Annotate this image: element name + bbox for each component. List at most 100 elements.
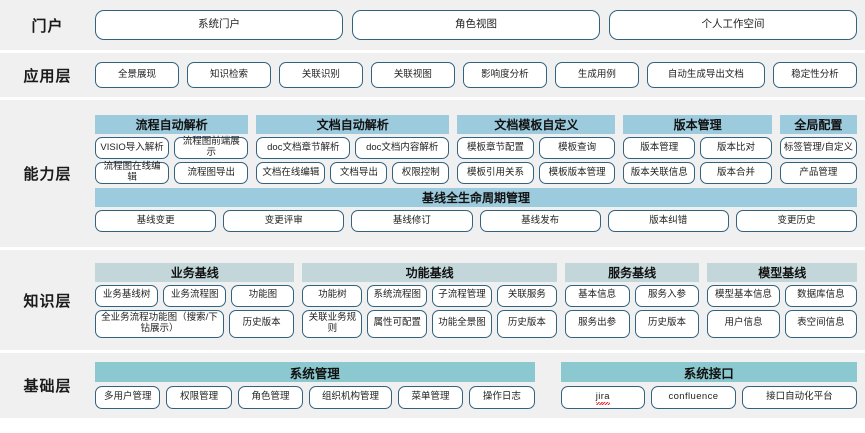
cap-item-version-relation-info[interactable]: 版本关联信息 [623,162,696,184]
cap-item-flow-frontend-display[interactable]: 流程图前端展示 [174,137,249,159]
know-item-function-chart[interactable]: 功能图 [231,284,295,307]
know-item-attribute-configurable[interactable]: 属性可配置 [367,309,428,338]
know-item-basic-info[interactable]: 基本信息 [564,284,630,307]
cap-item-flow-online-edit[interactable]: 流程图在线编辑 [95,162,170,184]
group-line: jira confluence 接口自动化平台 [560,386,857,409]
know-item-full-business-flow-chart[interactable]: 全业务流程功能图（搜索/下钻展示） [95,309,224,338]
group-title-function-baseline: 功能基线 [302,262,557,282]
cap-item-template-query[interactable]: 模板查询 [538,137,616,159]
group-title-service-baseline: 服务基线 [564,262,700,282]
base-item-multi-user-mgmt[interactable]: 多用户管理 [95,386,161,409]
capability-group-row: 流程自动解析 VISIO导入解析 流程图前端展示 流程图在线编辑 流程图导出 文… [95,115,857,184]
base-item-org-structure-mgmt[interactable]: 组织机构管理 [309,386,392,409]
cap-item-version-merge[interactable]: 版本合并 [700,162,772,184]
know-item-system-flow-chart[interactable]: 系统流程图 [367,284,428,307]
group-title-model-baseline: 模型基线 [707,262,857,282]
app-item-stability-analysis[interactable]: 稳定性分析 [772,62,857,88]
knowledge-group-service-baseline: 服务基线 基本信息 服务入参 服务出参 历史版本 [564,262,700,338]
lifecycle-item-change-history[interactable]: 变更历史 [735,210,858,232]
layer-band-portal: 门户 系统门户 角色视图 个人工作空间 [0,0,865,50]
layer-body-knowledge: 业务基线 业务基线树 业务流程图 功能图 全业务流程功能图（搜索/下钻展示） 历… [95,262,865,338]
base-item-role-mgmt[interactable]: 角色管理 [237,386,304,409]
know-item-function-tree[interactable]: 功能树 [302,284,363,307]
portal-item-system-portal[interactable]: 系统门户 [95,10,343,40]
cap-item-product-mgmt[interactable]: 产品管理 [779,162,857,184]
group-line: 基本信息 服务入参 [564,284,700,307]
cap-item-doc-export[interactable]: 文档导出 [330,162,388,184]
cap-item-tag-mgmt-custom[interactable]: 标签管理/自定义 [779,137,857,159]
lifecycle-item-baseline-revision[interactable]: 基线修订 [351,210,473,232]
group-line: 版本管理 版本比对 [623,137,772,159]
base-item-menu-mgmt[interactable]: 菜单管理 [397,386,464,409]
know-item-business-baseline-tree[interactable]: 业务基线树 [95,284,159,307]
know-item-business-flow-chart[interactable]: 业务流程图 [163,284,227,307]
knowledge-group-row: 业务基线 业务基线树 业务流程图 功能图 全业务流程功能图（搜索/下钻展示） 历… [95,262,857,338]
layer-band-capability: 能力层 流程自动解析 VISIO导入解析 流程图前端展示 流程图在线编辑 流程图… [0,100,865,247]
portal-item-role-view[interactable]: 角色视图 [352,10,600,40]
cap-item-permission-control[interactable]: 权限控制 [392,162,450,184]
know-item-database-info[interactable]: 数据库信息 [784,284,857,307]
lifecycle-item-baseline-release[interactable]: 基线发布 [479,210,601,232]
lifecycle-item-version-correction[interactable]: 版本纠错 [607,210,729,232]
cap-item-template-reference[interactable]: 模板引用关系 [457,162,534,184]
know-item-tablespace-info[interactable]: 表空间信息 [784,309,857,338]
group-line: 文档在线编辑 文档导出 权限控制 [256,162,450,184]
base-item-confluence[interactable]: confluence [651,386,736,409]
layer-band-application: 应用层 全景展现 知识检索 关联识别 关联视图 影响度分析 生成用例 自动生成导… [0,53,865,97]
app-item-auto-export-doc[interactable]: 自动生成导出文档 [646,62,765,88]
cap-item-doc-content-parse[interactable]: doc文档内容解析 [355,137,450,159]
group-line: 产品管理 [779,162,857,184]
know-item-history-version[interactable]: 历史版本 [496,309,557,338]
app-item-relation-view[interactable]: 关联视图 [370,62,455,88]
know-item-function-panorama[interactable]: 功能全景图 [432,309,492,338]
knowledge-group-business-baseline: 业务基线 业务基线树 业务流程图 功能图 全业务流程功能图（搜索/下钻展示） 历… [95,262,295,338]
base-item-jira[interactable]: jira [560,386,646,409]
cap-item-visio-import[interactable]: VISIO导入解析 [95,137,170,159]
know-item-subprocess-mgmt[interactable]: 子流程管理 [432,284,492,307]
app-item-impact-analysis[interactable]: 影响度分析 [462,62,547,88]
app-item-panorama[interactable]: 全景展现 [95,62,179,88]
group-line: 全业务流程功能图（搜索/下钻展示） 历史版本 [95,309,295,338]
group-line: 服务出参 历史版本 [564,309,700,338]
layer-body-capability: 流程自动解析 VISIO导入解析 流程图前端展示 流程图在线编辑 流程图导出 文… [95,115,865,232]
cap-item-template-version-mgmt[interactable]: 模板版本管理 [538,162,616,184]
group-title-system-interface: 系统接口 [560,362,857,382]
know-item-user-info[interactable]: 用户信息 [707,309,780,338]
cap-item-doc-chapter-parse[interactable]: doc文档章节解析 [256,137,351,159]
group-line: 模型基本信息 数据库信息 [707,284,857,307]
cap-item-template-chapter-config[interactable]: 模板章节配置 [457,137,534,159]
baseline-lifecycle-row: 基线变更 变更评审 基线修订 基线发布 版本纠错 变更历史 [95,210,858,232]
group-line: 模板章节配置 模板查询 [457,137,616,159]
base-item-permission-mgmt[interactable]: 权限管理 [166,386,232,409]
portal-item-personal-workspace[interactable]: 个人工作空间 [609,10,857,40]
know-item-service-input-param[interactable]: 服务入参 [634,284,700,307]
app-item-relation-recognition[interactable]: 关联识别 [278,62,363,88]
layer-label-knowledge: 知识层 [23,292,72,310]
capability-group-doc-template: 文档模板自定义 模板章节配置 模板查询 模板引用关系 模板版本管理 [457,115,616,184]
know-item-related-service[interactable]: 关联服务 [496,284,557,307]
baseline-lifecycle-title: 基线全生命周期管理 [95,188,857,207]
application-row: 全景展现 知识检索 关联识别 关联视图 影响度分析 生成用例 自动生成导出文档 … [95,62,857,88]
lifecycle-item-change-review[interactable]: 变更评审 [223,210,345,232]
cap-item-version-compare[interactable]: 版本比对 [700,137,772,159]
know-item-model-basic-info[interactable]: 模型基本信息 [707,284,780,307]
app-item-generate-cases[interactable]: 生成用例 [554,62,639,88]
group-line: 业务基线树 业务流程图 功能图 [95,284,295,307]
know-item-service-output-param[interactable]: 服务出参 [564,309,630,338]
base-item-operation-log[interactable]: 操作日志 [469,386,535,409]
group-line: 用户信息 表空间信息 [707,309,857,338]
group-title-business-baseline: 业务基线 [95,262,295,282]
know-item-related-business-rule[interactable]: 关联业务规则 [302,309,363,338]
group-line: VISIO导入解析 流程图前端展示 [95,137,249,159]
base-item-interface-automation-platform[interactable]: 接口自动化平台 [741,386,857,409]
cap-item-doc-online-edit[interactable]: 文档在线编辑 [256,162,326,184]
cap-item-version-mgmt[interactable]: 版本管理 [623,137,696,159]
cap-item-flow-export[interactable]: 流程图导出 [174,162,249,184]
know-item-history-version[interactable]: 历史版本 [228,309,295,338]
know-item-history-version[interactable]: 历史版本 [634,309,700,338]
lifecycle-item-baseline-change[interactable]: 基线变更 [95,210,217,232]
app-item-knowledge-search[interactable]: 知识检索 [186,62,271,88]
capability-group-version-mgmt: 版本管理 版本管理 版本比对 版本关联信息 版本合并 [623,115,772,184]
layer-body-portal: 系统门户 角色视图 个人工作空间 [95,10,865,40]
